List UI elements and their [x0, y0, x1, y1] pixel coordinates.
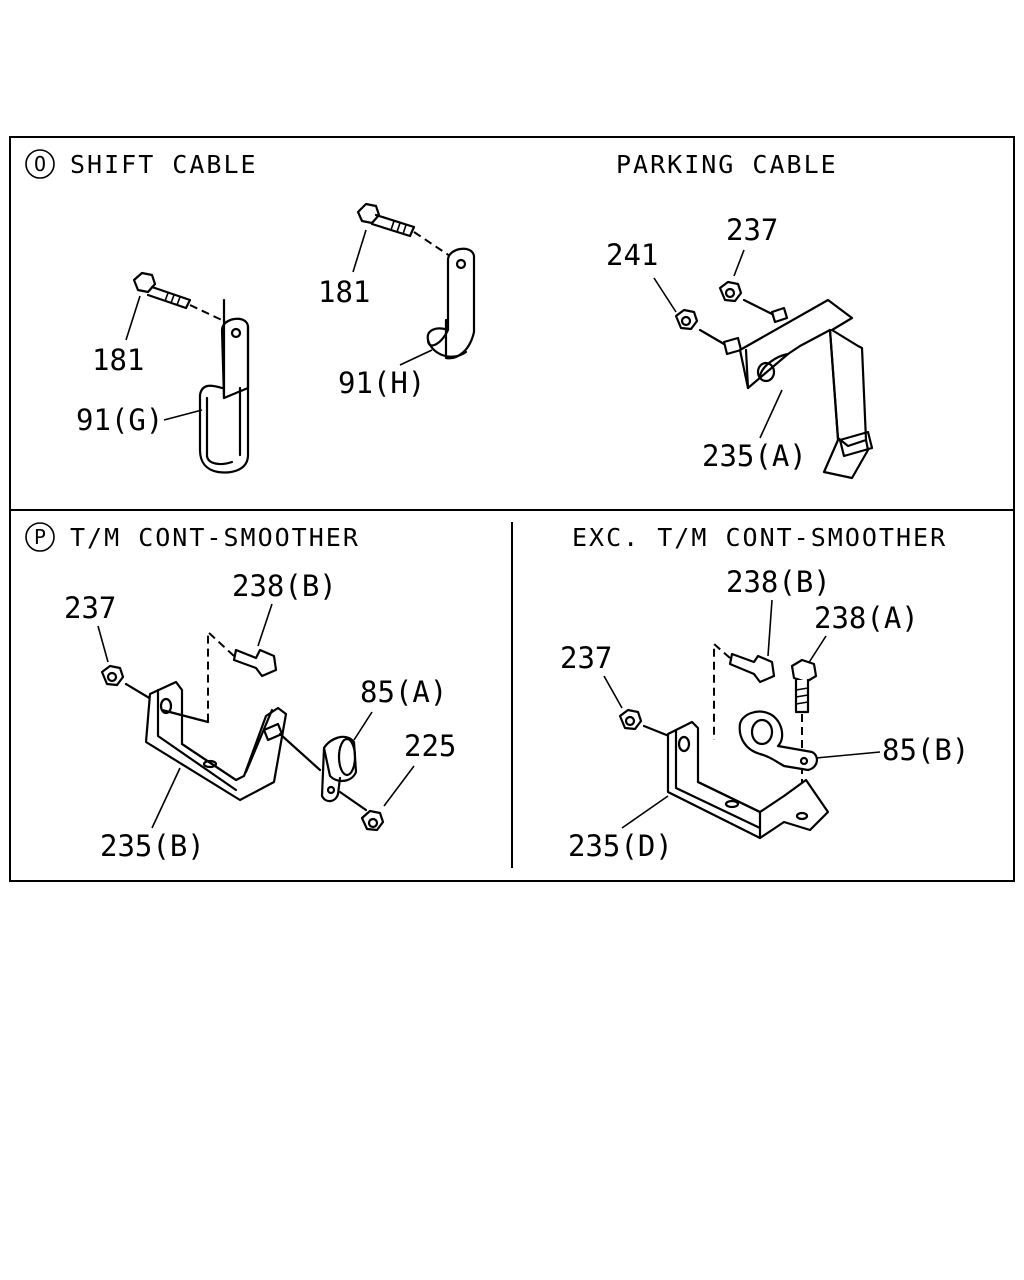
bracket-235d	[666, 720, 830, 840]
label-181-left: 181	[92, 343, 144, 377]
label-238b-tm: 238(B)	[232, 569, 337, 603]
bracket-91g	[198, 298, 250, 474]
section-marker-o: O	[34, 152, 46, 176]
clip-85a	[320, 735, 358, 803]
label-235b: 235(B)	[100, 829, 205, 863]
label-237-exc: 237	[560, 641, 612, 675]
label-225: 225	[404, 729, 456, 763]
tm-cont-smoother-title: T/M CONT-SMOOTHER	[70, 523, 360, 552]
nut-237-exc	[618, 708, 643, 731]
bolt-181-right	[356, 202, 451, 257]
label-91h: 91(H)	[338, 366, 425, 400]
nut-237-tm	[100, 664, 125, 687]
section-marker-p: P	[34, 525, 46, 549]
shift-cable-title: SHIFT CABLE	[70, 150, 258, 179]
label-235a: 235(A)	[702, 439, 807, 473]
label-235d: 235(D)	[568, 829, 673, 863]
parking-cable-title: PARKING CABLE	[616, 150, 838, 179]
label-91g: 91(G)	[76, 403, 163, 437]
bolt-238a	[790, 658, 818, 684]
exc-tm-cont-smoother-title: EXC. T/M CONT-SMOOTHER	[572, 523, 947, 552]
section-marker-p-icon	[25, 522, 55, 552]
label-181-right: 181	[318, 275, 370, 309]
label-85b: 85(B)	[882, 733, 969, 767]
shift-cable-section: O SHIFT CABLE 181 91(G)	[25, 149, 476, 474]
label-238a: 238(A)	[814, 601, 919, 635]
label-241: 241	[606, 238, 658, 272]
bracket-235a	[738, 298, 874, 480]
bolt-181-left	[132, 271, 227, 323]
exc-tm-cont-smoother-section: EXC. T/M CONT-SMOOTHER 238(B) 238(A) 237…	[560, 523, 969, 863]
bolt-238b-exc	[728, 652, 776, 684]
label-237-parking: 237	[726, 213, 778, 247]
label-237-tm: 237	[64, 591, 116, 625]
bracket-91h	[426, 247, 476, 360]
bracket-235b	[144, 680, 288, 802]
bolt-238b-tm	[232, 648, 278, 678]
tm-cont-smoother-section: P T/M CONT-SMOOTHER 237 238(B) 85(A)	[25, 522, 456, 863]
nut-225	[360, 809, 385, 832]
parking-cable-section: PARKING CABLE 241 237 235(A)	[606, 150, 874, 480]
nut-241	[674, 308, 699, 331]
label-238b-exc: 238(B)	[726, 565, 831, 599]
clip-85b	[738, 710, 818, 772]
label-85a: 85(A)	[360, 675, 447, 709]
section-marker-o-icon	[25, 149, 55, 179]
nut-237-parking	[718, 280, 743, 303]
